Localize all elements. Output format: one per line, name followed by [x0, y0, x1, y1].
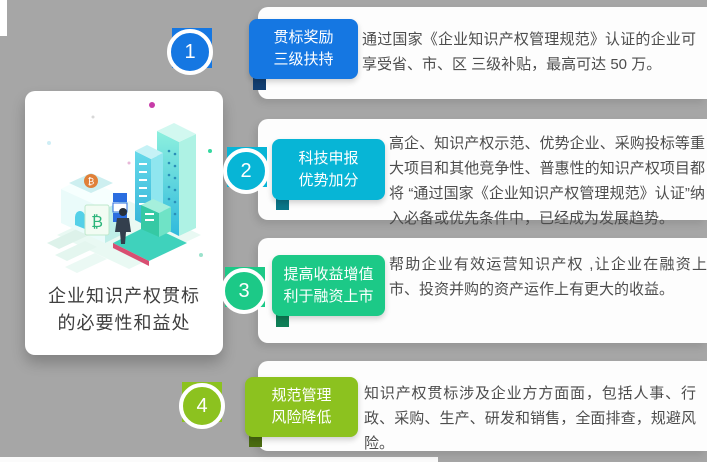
dot-gray: [91, 115, 95, 119]
label-fold-1: [253, 77, 266, 90]
benefit-label-3-line1: 提高收益增值: [283, 265, 374, 283]
benefit-label-4-line1: 规范管理: [271, 387, 332, 404]
step-number-1: 1: [167, 29, 213, 75]
page-edge-top: [0, 0, 7, 36]
door-arch: [75, 211, 85, 229]
tower-top: [157, 123, 196, 142]
label-fold-4: [249, 434, 262, 447]
coin-b-glyph: ₿: [88, 177, 95, 187]
benefit-label-4-line2: 风险降低: [271, 409, 332, 426]
sign-board: [84, 204, 110, 236]
benefit-label-2-line1: 科技申报: [298, 149, 359, 167]
label-fold-2: [276, 197, 289, 210]
benefit-label-2: 科技申报 优势加分: [272, 139, 385, 200]
step-number-1-value: 1: [184, 40, 196, 63]
intro-title: 企业知识产权贯标 的必要性和益处: [25, 283, 223, 337]
benefit-label-1: 贯标奖励 三级扶持: [249, 19, 358, 79]
tower-side: [179, 134, 196, 236]
city-illustration: ₿ ₿: [47, 102, 212, 273]
platform-edge: [113, 243, 149, 266]
step-number-3-value: 3: [238, 279, 250, 302]
intro-card: ₿ ₿: [25, 91, 223, 355]
dot-cyan: [47, 141, 51, 145]
dot-magenta: [149, 102, 155, 108]
benefit-desc-3: 帮助企业有效运营知识产权 ,让企业在融资上市、投资并购的资产运作上有更大的收益。: [389, 256, 707, 298]
step-2: [55, 241, 97, 261]
step-3: [65, 253, 107, 273]
bitcoin-coin-icon: [84, 174, 98, 188]
benefit-label-3: 提高收益增值 利于融资上市: [272, 255, 385, 316]
step-1: [47, 229, 89, 249]
intro-title-line2: 的必要性和益处: [57, 313, 191, 333]
benefit-desc-1: 通过国家《企业知识产权管理规范》认证的企业可享受省、市、区 三级补贴，最高可达 …: [362, 31, 696, 73]
server-box: [141, 199, 171, 237]
crates: [112, 193, 128, 222]
step-number-4-value: 4: [196, 394, 208, 417]
benefit-label-4: 规范管理 风险降低: [245, 377, 358, 437]
dot-mint: [199, 253, 203, 257]
benefit-desc-4: 知识产权贯标涉及企业方方面面，包括人事、行政、采购、生产、研发和销售，全面排查，…: [364, 385, 696, 452]
benefit-label-3-line2: 利于融资上市: [283, 287, 374, 305]
step-number-3: 3: [221, 268, 267, 314]
page-edge-bottom: [0, 457, 438, 462]
intro-title-line1: 企业知识产权贯标: [48, 286, 200, 306]
step-number-2-value: 2: [240, 159, 252, 182]
label-fold-3: [276, 314, 289, 327]
benefit-label-1-line2: 三级扶持: [273, 51, 334, 68]
bitcoin-sign-icon: ₿: [91, 213, 103, 231]
dot-green: [208, 149, 212, 153]
benefit-label-1-line1: 贯标奖励: [273, 29, 334, 46]
tower2-top: [135, 145, 163, 159]
step-number-4: 4: [179, 383, 225, 429]
benefit-desc-2: 高企、知识产权示范、优势企业、采购投标等重大项目和其他竞争性、普惠性的知识产权项…: [389, 135, 705, 227]
dot-pink: [127, 161, 131, 165]
platform-top: [113, 225, 187, 261]
step-number-2: 2: [223, 148, 269, 194]
person-figure: [115, 208, 131, 244]
benefit-label-2-line2: 优势加分: [298, 171, 359, 189]
